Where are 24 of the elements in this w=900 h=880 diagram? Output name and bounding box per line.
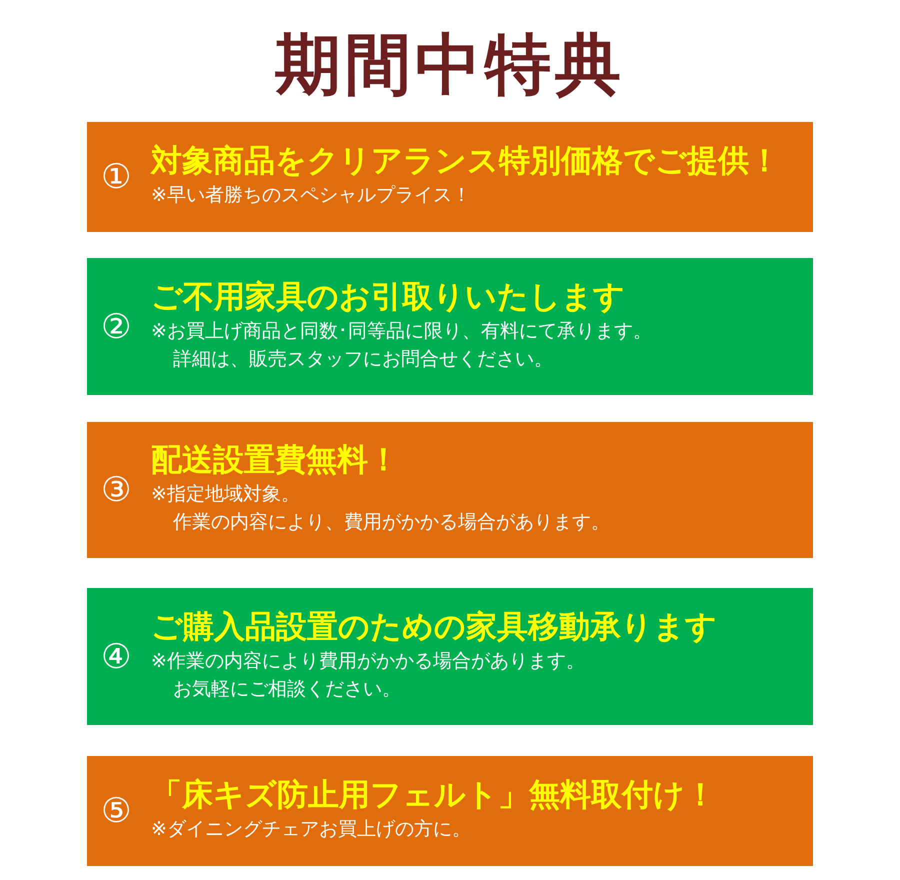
note-text: 作業の内容により、費用がかかる場合があります。 — [173, 510, 610, 535]
offer-heading: ご購入品設置のための家具移動承ります — [151, 608, 717, 647]
page-title: 期間中特典 — [274, 24, 626, 105]
note-text: ※お買上げ商品と同数･同等品に限り、有料にて承ります。 — [151, 319, 652, 344]
note-text: ※指定地域対象。 — [151, 482, 300, 507]
note-text: お気軽にご相談ください。 — [173, 677, 401, 702]
offer-heading: ご不用家具のお引取りいたします — [151, 278, 625, 317]
offer-band — [87, 422, 813, 558]
circled-number: ② — [101, 307, 132, 347]
offer-heading: 対象商品をクリアランス特別価格でご提供！ — [151, 142, 780, 181]
note-text: 詳細は、販売スタッフにお問合せください。 — [173, 347, 553, 372]
offer-band — [87, 258, 813, 395]
circled-number: ① — [101, 157, 132, 197]
note-text: ※早い者勝ちのスペシャルプライス！ — [151, 183, 471, 208]
circled-number: ④ — [101, 637, 132, 677]
circled-number: ⑤ — [101, 791, 132, 831]
offer-band — [87, 122, 813, 232]
offer-band — [87, 756, 813, 866]
circled-number: ③ — [101, 470, 132, 510]
note-text: ※ダイニングチェアお買上げの方に。 — [151, 817, 471, 842]
offer-heading: 「床キズ防止用フェルト」無料取付け！ — [151, 776, 716, 815]
offer-heading: 配送設置費無料！ — [151, 441, 399, 480]
offer-band — [87, 588, 813, 725]
note-text: ※作業の内容により費用がかかる場合があります。 — [151, 649, 585, 674]
